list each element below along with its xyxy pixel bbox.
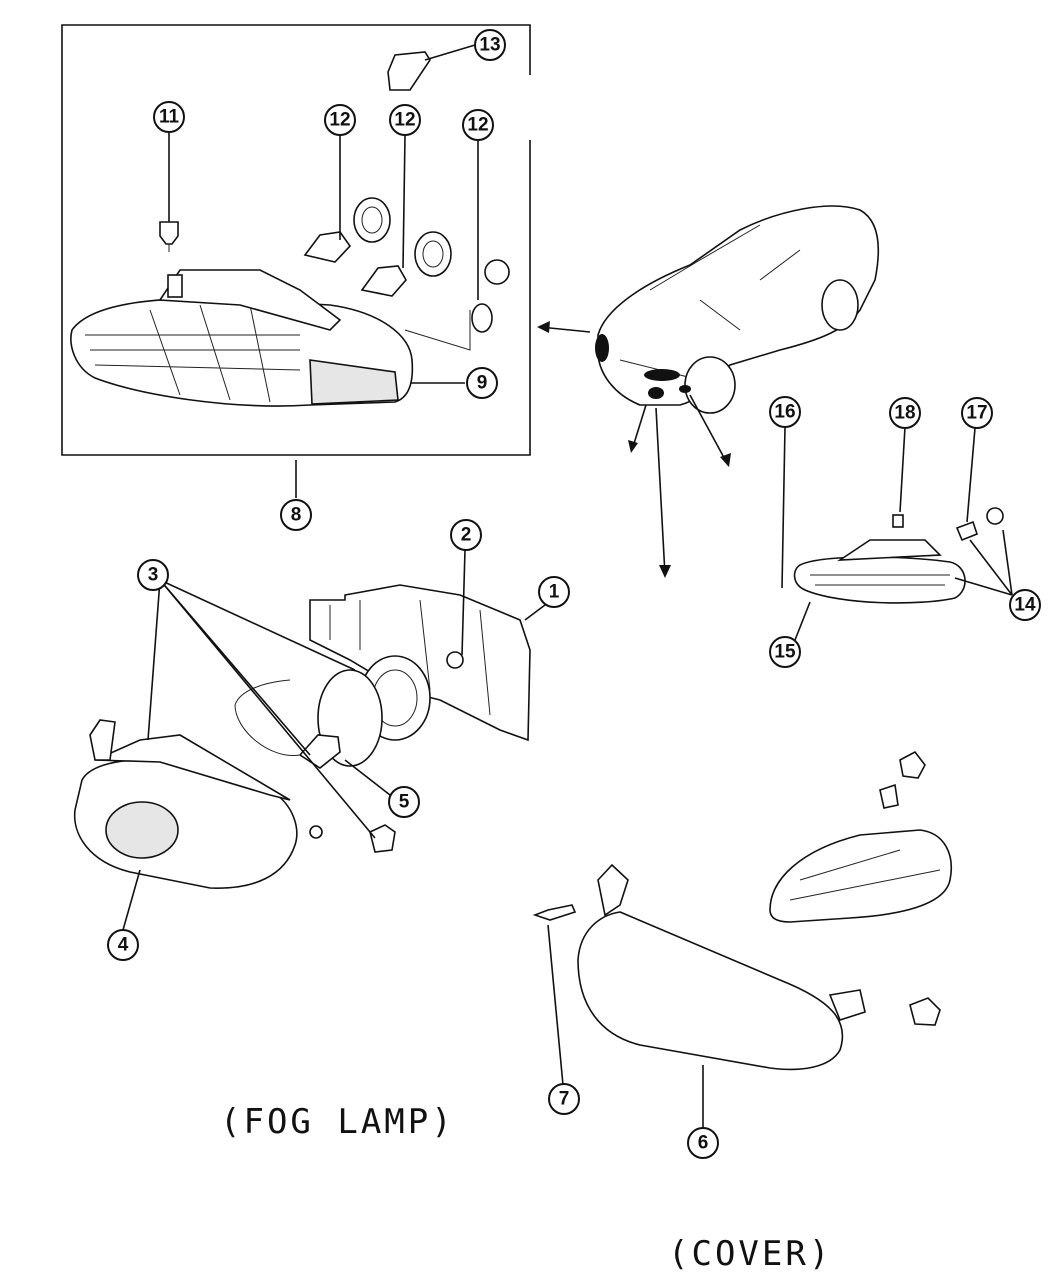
svg-text:5: 5 xyxy=(399,792,410,813)
fog-lamp-bracket xyxy=(234,549,546,796)
svg-text:17: 17 xyxy=(966,403,987,424)
box-leaders xyxy=(168,44,479,384)
svg-text:16: 16 xyxy=(774,402,795,423)
callout-11: 11 xyxy=(153,101,185,133)
side-marker-assembly xyxy=(781,426,1013,641)
headlamp-detail-box xyxy=(61,24,531,498)
car-arrows xyxy=(537,321,731,578)
callout-1: 1 xyxy=(538,576,570,608)
fog-lamp-housing xyxy=(73,579,396,931)
callout-12b: 12 xyxy=(389,104,421,136)
callout-16: 16 xyxy=(769,396,801,428)
callout-5: 5 xyxy=(388,786,420,818)
callout-12a: 12 xyxy=(324,104,356,136)
svg-text:13: 13 xyxy=(479,35,500,56)
svg-text:2: 2 xyxy=(461,525,472,546)
svg-text:15: 15 xyxy=(774,642,796,663)
callout-9: 9 xyxy=(466,367,498,399)
callout-4: 4 xyxy=(107,929,139,961)
callout-15: 15 xyxy=(769,636,801,668)
svg-text:14: 14 xyxy=(1014,595,1036,616)
car-silhouette xyxy=(595,205,880,414)
headlamp-bulbs xyxy=(159,51,510,333)
svg-text:12: 12 xyxy=(467,115,488,136)
fog-lamp-cover xyxy=(532,863,941,1128)
svg-text:6: 6 xyxy=(698,1133,709,1154)
caption-fog-lamp: (FOG LAMP) xyxy=(220,1102,455,1142)
callout-17: 17 xyxy=(961,397,993,429)
svg-text:7: 7 xyxy=(559,1089,570,1110)
svg-text:12: 12 xyxy=(394,110,415,131)
callout-2: 2 xyxy=(450,519,482,551)
svg-text:11: 11 xyxy=(159,107,180,128)
callout-13: 13 xyxy=(474,29,506,61)
svg-text:18: 18 xyxy=(894,403,915,424)
callout-12c: 12 xyxy=(462,109,494,141)
callout-6: 6 xyxy=(687,1127,719,1159)
callout-8: 8 xyxy=(280,499,312,531)
svg-text:1: 1 xyxy=(549,582,560,603)
svg-text:12: 12 xyxy=(329,110,350,131)
callout-14: 14 xyxy=(1009,589,1041,621)
caption-cover: (COVER) xyxy=(668,1234,833,1274)
callout-7: 7 xyxy=(548,1083,580,1115)
marker-lamp-lower xyxy=(769,750,952,923)
callout-18: 18 xyxy=(889,397,921,429)
callout-3: 3 xyxy=(137,559,169,591)
svg-text:4: 4 xyxy=(118,935,129,956)
svg-text:8: 8 xyxy=(291,505,302,526)
svg-text:9: 9 xyxy=(477,373,488,394)
svg-text:3: 3 xyxy=(148,565,159,586)
headlamp-assembly xyxy=(70,269,471,407)
